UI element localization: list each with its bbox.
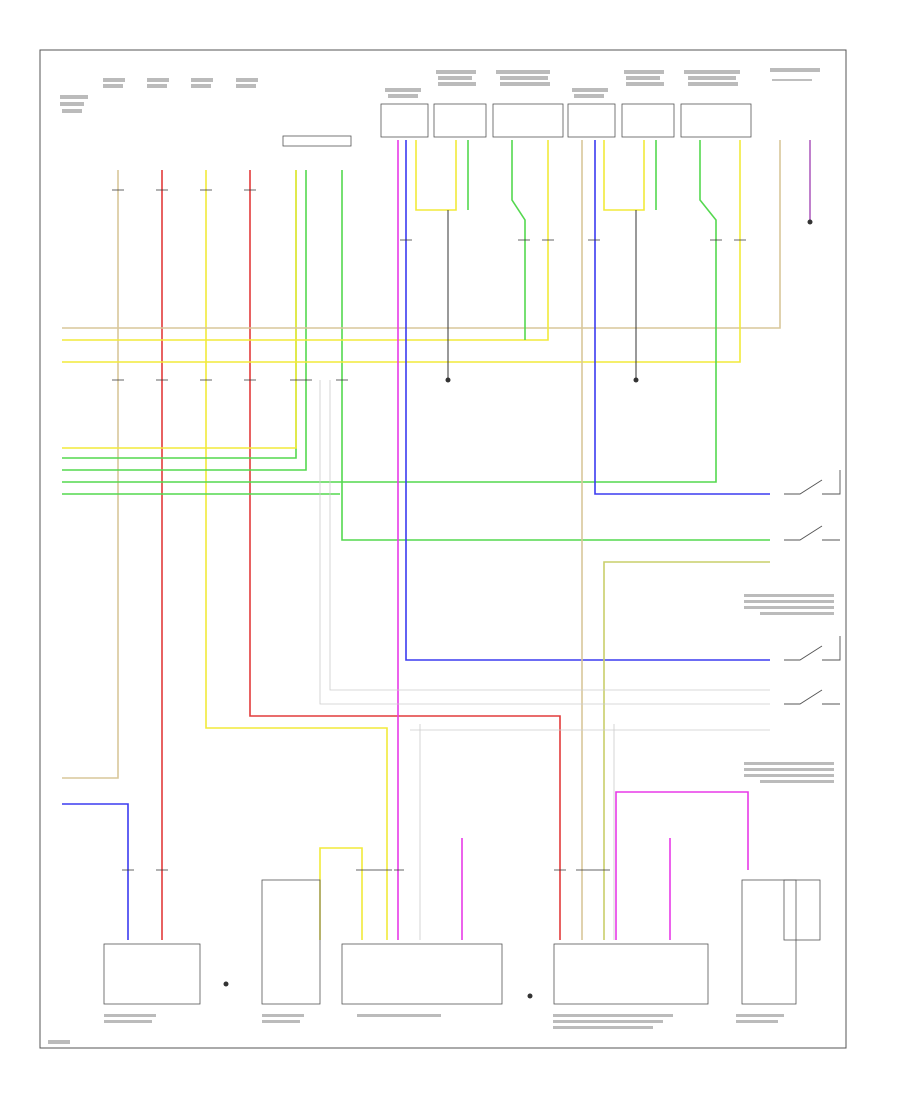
connector-top-6: [680, 103, 752, 138]
component-bottom-5: [741, 879, 797, 1005]
wire-olive: [603, 561, 770, 940]
diagram-frame: [39, 49, 847, 1049]
ground-symbols: [223, 219, 813, 999]
top-connectors: [282, 79, 812, 147]
wire-green-c6: [699, 140, 717, 250]
wire-blue-left: [62, 803, 129, 940]
right-switches: [784, 470, 841, 705]
switch-3: [784, 636, 841, 661]
wire-violet-bottom-2: [615, 791, 749, 940]
ground-point-1: [445, 377, 451, 383]
wire-green-3: [341, 170, 770, 541]
guide-lines: [319, 380, 770, 940]
component-bottom-4: [553, 943, 709, 1005]
label-blobs: [48, 68, 834, 1044]
bus-yellow-2: [62, 250, 741, 363]
bus-green-long: [62, 250, 717, 483]
wire-yellow-1: [205, 170, 388, 940]
wire-blue-top-2: [594, 140, 770, 495]
component-bottom-1: [103, 943, 201, 1005]
ground-point-4: [223, 981, 229, 987]
connector-top-2: [433, 103, 487, 138]
switch-1: [784, 470, 841, 495]
component-bottom-3: [341, 943, 503, 1005]
wire-yellow-c5: [603, 140, 645, 211]
connector-top-1: [380, 103, 429, 138]
wire-yellow-2: [62, 170, 297, 449]
wire-green-1: [62, 170, 297, 459]
bus-tan: [62, 140, 781, 329]
bottom-components: [103, 879, 821, 1005]
connector-top-5: [621, 103, 675, 138]
component-bottom-6: [783, 879, 821, 941]
component-bottom-2: [261, 879, 321, 1005]
ground-point-5: [527, 993, 533, 999]
wire-yellow-bottom: [319, 847, 363, 940]
connector-top-3: [492, 103, 564, 138]
wire-blue-top-1: [405, 140, 770, 661]
wire-green-c3: [511, 140, 526, 340]
switch-2: [784, 525, 840, 541]
wire-yellow-c2: [415, 140, 457, 211]
ground-point-3: [807, 219, 813, 225]
wires: [62, 140, 811, 940]
wire-red-2: [249, 170, 561, 940]
switch-4: [784, 689, 840, 705]
wire-tan-left: [62, 170, 119, 779]
ground-point-2: [633, 377, 639, 383]
connector-ticks: [112, 189, 746, 871]
connector-top-center: [282, 135, 352, 147]
connector-top-4: [567, 103, 616, 138]
bus-yellow-1: [62, 250, 549, 341]
wire-green-2: [62, 170, 307, 471]
